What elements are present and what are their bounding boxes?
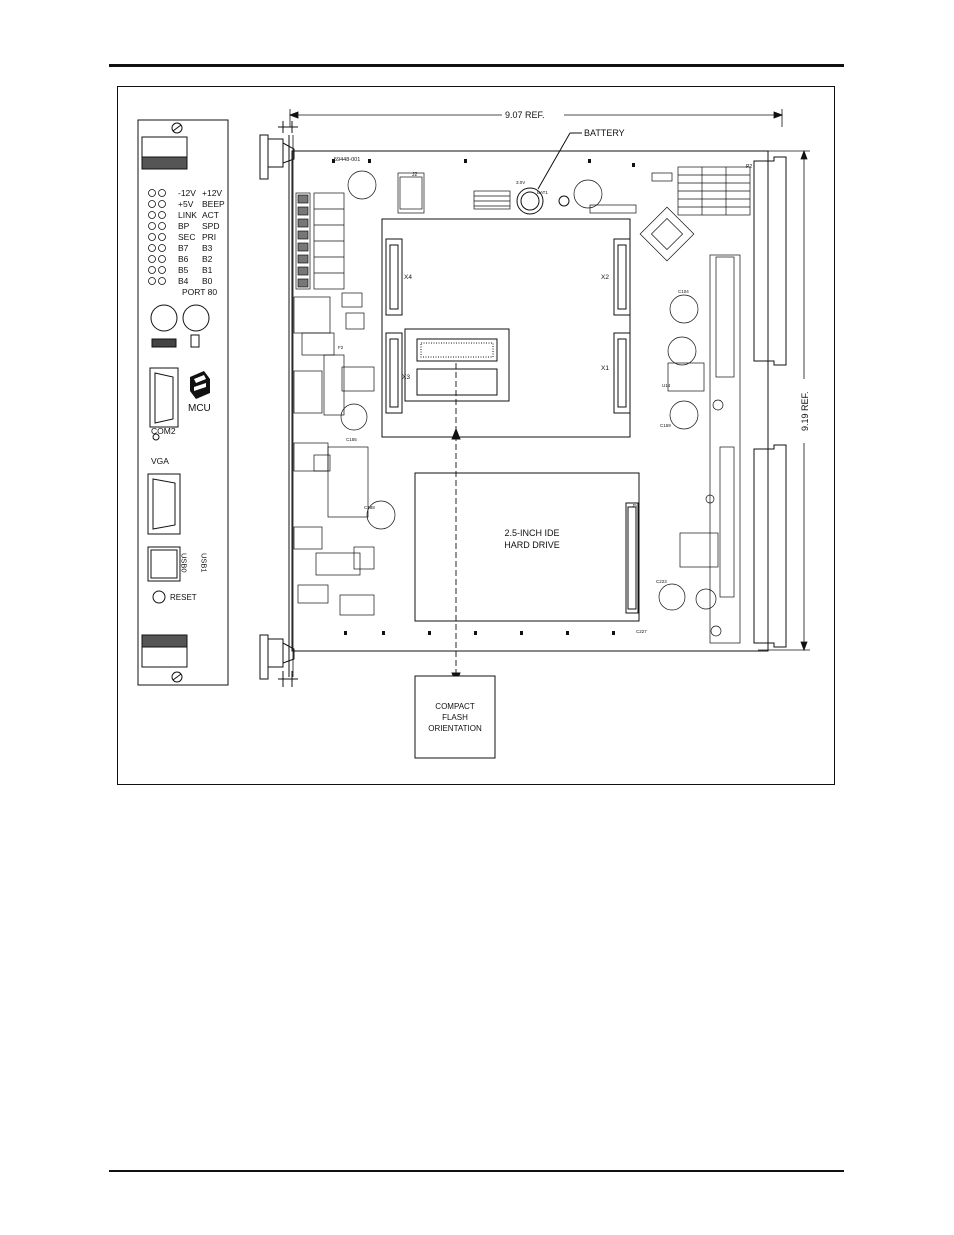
hard-drive-label: 2.5-INCH IDE HARD DRIVE [504,528,560,550]
footer-rule [109,1170,844,1172]
led-label-left: LINK [178,210,197,220]
hard-drive-label-line: HARD DRIVE [504,540,560,550]
orientation-arrow [451,363,461,685]
x1-label: X1 [601,365,609,372]
c227-label: C227 [636,629,647,634]
reset-label: RESET [170,593,197,602]
led-labels: -12V +12V +5V BEEP LINK ACT BP SPD SEC P… [178,188,225,297]
led-label-left: -12V [178,188,196,198]
led-label-left: B6 [178,254,189,264]
right-cluster-labels: C104 C159 C223 C227 U14 J5 [632,289,689,634]
left-cluster-labels: F2 C155 C188 [338,345,375,510]
bat1-label: BAT1 [537,190,548,195]
led-label-right: B2 [202,254,213,264]
led-label-left: B7 [178,243,189,253]
figure-frame: -12V +12V +5V BEEP LINK ACT BP SPD SEC P… [117,86,835,785]
c188-label: C188 [364,505,375,510]
com2-connector [149,367,179,441]
x2-label: X2 [601,274,609,281]
led-label-right: B1 [202,265,213,275]
com2-label: COM2 [151,426,176,436]
led-grid [148,189,166,285]
f2-label: F2 [338,345,344,350]
pcb-outline [291,150,769,652]
reset-button [152,590,166,604]
battery-nearby-components [397,172,637,214]
led-label-right: B0 [202,276,213,286]
cf-callout-line: COMPACT [435,702,475,711]
usb-connector [147,546,181,582]
c223-label: C223 [656,579,667,584]
front-panel [137,119,229,686]
x3-label: X3 [402,374,410,381]
usb-labels: USB0 USB1 [180,553,209,573]
x4-label: X4 [404,274,412,281]
usb0-label: USB0 [180,553,189,573]
ide-connector [625,502,639,614]
u14-label: U14 [662,383,671,388]
battery-area [516,132,582,215]
c155-label: C155 [346,437,357,442]
led-label-right: ACT [202,210,219,220]
led-label-left: +5V [178,199,194,209]
compact-flash-socket [404,328,510,402]
board-pads [332,159,635,635]
compact-flash-callout-box [414,675,496,759]
width-dimension [288,109,784,127]
board-drawing: -12V +12V +5V BEEP LINK ACT BP SPD SEC P… [137,109,810,759]
led-label-right: BEEP [202,199,225,209]
cf-callout-line: FLASH [442,713,468,722]
led-label-left: SEC [178,232,195,242]
led-label-right: PRI [202,232,216,242]
module-area [381,218,631,438]
upper-right-components [639,166,751,644]
led-label-left: B4 [178,276,189,286]
height-dimension-label: 9.19 REF. [800,391,810,431]
vga-label: VGA [151,456,169,466]
hard-drive-label-line: 2.5-INCH IDE [504,528,559,538]
backplane-connector-p2 [753,156,787,648]
compact-flash-callout: COMPACT FLASH ORIENTATION [428,702,482,733]
mezzanine-connectors [385,238,631,414]
mcu-label: MCU [188,403,211,414]
vga-connector [147,473,181,535]
hard-drive-area [414,472,640,622]
ps2-connectors [150,304,210,348]
led-label-right: PORT 80 [182,287,217,297]
cf-callout-line: ORIENTATION [428,724,482,733]
mezzanine-labels: X4 X2 X3 X1 [402,274,609,381]
led-label-right: SPD [202,221,219,231]
usb1-label: USB1 [200,553,209,573]
led-label-right: B3 [202,243,213,253]
led-label-left: B5 [178,265,189,275]
j5-label: J5 [632,503,637,508]
j2-label: J2 [412,172,418,178]
led-label-right: +12V [202,188,222,198]
part-number-label: 59448-001 [334,157,360,163]
header-rule [109,64,844,67]
c159-label: C159 [660,423,671,428]
c104-label: C104 [678,289,689,294]
left-connector-strip [293,170,396,616]
width-dimension-label: 9.07 REF. [505,110,545,120]
battery-voltage-label: 3.0V [516,180,525,185]
mcu-logo [190,371,210,399]
led-label-left: BP [178,221,190,231]
battery-callout: BATTERY [584,128,625,138]
